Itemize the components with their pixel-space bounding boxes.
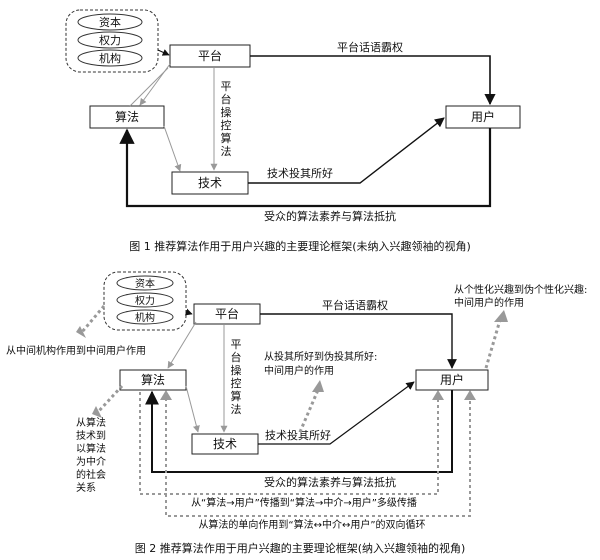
pill-power-label: 权力 (99, 34, 121, 47)
svg-text:算: 算 (231, 389, 242, 403)
platform-label: 平台 (198, 48, 222, 63)
literacy-label-2: 受众的算法素养与算法抵抗 (264, 475, 396, 489)
arrow-user-algorithm-loop-2 (145, 390, 453, 473)
dashed-arrow-institution-head (76, 326, 86, 338)
svg-text:为中介: 为中介 (76, 455, 106, 468)
svg-text:以算法: 以算法 (76, 442, 106, 455)
svg-text:法: 法 (221, 144, 232, 158)
pill-capital-2 (116, 275, 174, 291)
arrow-algorithm-tech-2 (185, 385, 200, 433)
discourse-label: 平台话语霸权 (337, 40, 403, 54)
figure-2-caption: 图 2 推荐算法作用于用户兴趣的主要理论框架(纳入兴趣领袖的视角) (134, 542, 466, 555)
arrow-platform-user-2 (260, 313, 457, 369)
dashed-two-way-head-right (464, 390, 476, 400)
pill-institution-2 (116, 309, 174, 325)
note-social: 从算法 技术到 以算法 为中介 的社会 关系 (76, 416, 106, 494)
arrow-pill-platform (157, 49, 170, 56)
arrow-tech-user-2 (258, 381, 415, 445)
tech-preference-label: 技术投其所好 (267, 166, 333, 180)
note-pseudo-interest-line-2: 中间用户的作用 (454, 296, 524, 309)
figure-2: 资本 权力 机构 平台 算法 技术 用户 平台话语霸权 平 台 操 控 算 法 (6, 271, 587, 531)
arrow-platform-algorithm-2 (167, 321, 197, 369)
algorithm-box (89, 105, 165, 129)
arrow-pill-platform-2 (184, 308, 193, 316)
svg-text:平: 平 (231, 338, 242, 351)
platform-manipulates-vertical-2: 平 台 操 控 算 法 (231, 338, 242, 416)
dashed-multi-level-path (139, 392, 439, 495)
arrow-algorithm-tech (163, 125, 182, 172)
svg-text:控: 控 (231, 376, 242, 390)
arrow-algorithm-platform (129, 67, 169, 107)
svg-text:操: 操 (231, 363, 242, 377)
dashed-arrow-institution (80, 305, 106, 333)
dashed-arrow-pseudo-preference (298, 389, 320, 433)
algorithm-label-2: 算法 (141, 372, 165, 387)
algorithm-label: 算法 (115, 109, 139, 124)
literacy-label: 受众的算法素养与算法抵抗 (264, 209, 396, 223)
tech-label: 技术 (198, 176, 222, 190)
note-institution: 从中间机构作用到中间用户作用 (6, 344, 146, 357)
pill-institution-label-2: 机构 (135, 311, 155, 324)
pill-power-2 (116, 292, 174, 308)
dashed-arrow-social (96, 384, 124, 414)
pill-group-outline-2 (103, 271, 187, 331)
tech-preference-label-2: 技术投其所好 (265, 428, 331, 442)
arrow-tech-user (248, 117, 445, 184)
svg-text:从算法: 从算法 (76, 416, 106, 429)
multi-level-label: 从“算法→用户”传播到“算法→中介→用户”多级传播 (191, 496, 417, 509)
arrow-platform-user (250, 55, 496, 106)
svg-text:控: 控 (221, 118, 232, 132)
discourse-label-2: 平台话语霸权 (322, 298, 388, 312)
svg-text:算: 算 (221, 131, 232, 145)
algorithm-box-2 (119, 369, 187, 391)
svg-text:关系: 关系 (76, 481, 96, 494)
figure-1: 资本 权力 机构 平台 算法 技术 用户 平台话语霸权 平 台 操 控 算 法 (65, 9, 521, 223)
figure-1-caption: 图 1 推荐算法作用于用户兴趣的主要理论框架(未纳入兴趣领袖的视角) (129, 240, 471, 253)
svg-text:的社会: 的社会 (76, 468, 106, 481)
pill-institution (77, 49, 143, 67)
note-pseudo-preference-line-1: 从投其所好到伪投其所好: (264, 350, 377, 363)
pill-group-outline (65, 9, 159, 73)
dashed-multi-level-head (432, 390, 444, 400)
dashed-two-way-path (165, 392, 471, 517)
dashed-arrow-social-head (92, 406, 102, 418)
arrow-user-algorithm-loop (119, 128, 492, 208)
svg-text:台: 台 (231, 350, 242, 364)
pill-institution-label: 机构 (99, 51, 121, 65)
two-way-label: 从算法的单向作用到“算法↔中介↔用户”的双向循环 (198, 518, 425, 531)
svg-text:操: 操 (221, 105, 232, 119)
tech-label-2: 技术 (213, 437, 237, 451)
pill-power-label-2: 权力 (135, 294, 155, 307)
dashed-arrow-pseudo-interest (484, 319, 502, 369)
platform-manipulates-vertical: 平 台 操 控 算 法 (221, 80, 232, 158)
svg-text:技术到: 技术到 (76, 429, 106, 442)
dashed-two-way-head-left (160, 390, 172, 400)
user-box (445, 105, 521, 129)
dashed-arrow-pseudo-preference-head (312, 380, 324, 392)
note-pseudo-preference-line-2: 中间用户的作用 (264, 364, 334, 377)
svg-text:平: 平 (221, 80, 232, 93)
pill-capital (77, 13, 143, 31)
note-pseudo-interest-line-1: 从个性化兴趣到伪个性化兴趣: (454, 283, 587, 296)
dashed-arrow-pseudo-interest-head (494, 310, 508, 322)
pill-capital-label: 资本 (99, 15, 121, 29)
pill-power (77, 31, 143, 49)
pill-capital-label-2: 资本 (135, 277, 155, 290)
user-label: 用户 (471, 109, 495, 124)
user-label-2: 用户 (440, 372, 464, 387)
platform-label-2: 平台 (215, 306, 239, 321)
svg-text:台: 台 (221, 92, 232, 106)
svg-text:法: 法 (231, 402, 242, 416)
